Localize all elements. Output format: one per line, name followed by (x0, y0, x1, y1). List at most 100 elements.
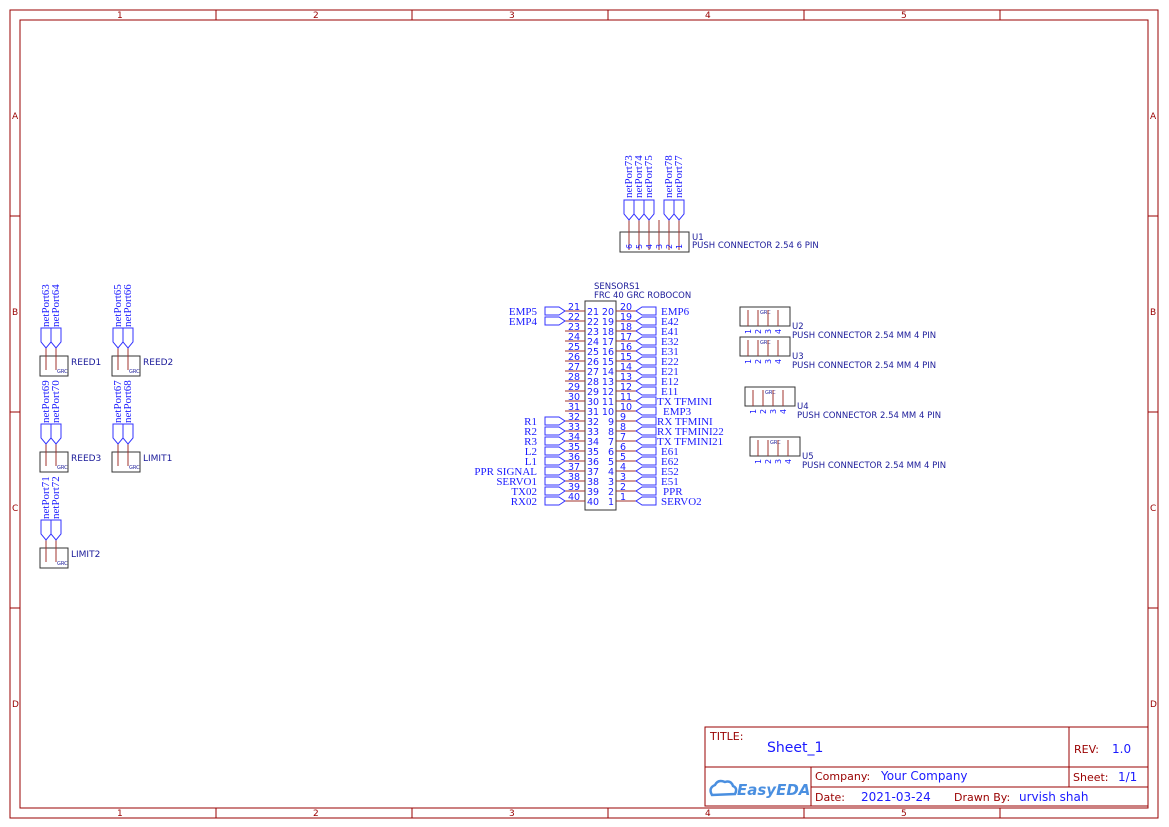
row-label: A (12, 112, 19, 122)
net-label: netPort68 (122, 380, 134, 423)
net-label: R1 (524, 416, 537, 428)
net-label: E51 (661, 476, 679, 488)
date-value: 2021-03-24 (861, 790, 931, 804)
connector-body (739, 336, 791, 357)
net-label: L1 (525, 456, 537, 468)
pin-number: 36 (568, 452, 580, 463)
net-label: L2 (525, 446, 537, 458)
pin-name: 38 (587, 477, 599, 488)
company-value: Your Company (880, 769, 968, 783)
net-flag (635, 456, 657, 466)
net-label: netPort72 (50, 476, 62, 519)
connector-body (584, 300, 617, 511)
easyeda-logo: EasyEDA (709, 779, 810, 799)
pin-number: 11 (620, 392, 632, 403)
title-label: TITLE: (709, 730, 743, 743)
company-label: Company: (815, 770, 870, 783)
net-label: RX TFMINI (657, 416, 713, 428)
pin-name: 20 (602, 307, 614, 318)
switch-body (39, 547, 69, 569)
component-ref: U4 (797, 402, 809, 412)
pin-number: 2 (754, 329, 763, 334)
net-label: netPort75 (643, 155, 655, 198)
net-label: E62 (661, 456, 679, 468)
pin-name: 19 (602, 317, 614, 328)
net-label: netPort64 (50, 284, 62, 327)
net-flag (673, 199, 685, 221)
pin-number: 2 (620, 482, 626, 493)
pin-name: 1 (608, 497, 614, 508)
net-flag (112, 423, 124, 445)
pin-name: 9 (608, 417, 614, 428)
net-label: EMP4 (509, 316, 538, 328)
pin-number: 30 (568, 392, 580, 403)
pin-number: 4 (774, 359, 783, 364)
connector-body (739, 306, 791, 327)
column-label: 5 (901, 11, 907, 21)
pin-number: 9 (620, 412, 626, 423)
net-flag (544, 476, 566, 486)
net-flag (635, 326, 657, 336)
pin-number: 7 (620, 432, 626, 443)
pin-number: 28 (568, 372, 580, 383)
pin-number: 2 (665, 244, 674, 249)
pin-number: 19 (620, 312, 632, 323)
connector-body (744, 386, 796, 407)
pin-number: 35 (568, 442, 580, 453)
pin-number: 27 (568, 362, 580, 373)
pin-name: 8 (608, 427, 614, 438)
pin-name: 11 (602, 397, 614, 408)
pin-name: 27 (587, 367, 599, 378)
pin-number: 6 (625, 244, 634, 249)
pin-number: 2 (759, 409, 768, 414)
net-flag (122, 327, 134, 349)
pin-number: 29 (568, 382, 580, 393)
net-label: netPort65 (112, 284, 124, 327)
net-flag (635, 476, 657, 486)
row-label: A (1150, 112, 1157, 122)
date-label: Date: (815, 791, 845, 804)
pin-number: 2 (754, 359, 763, 364)
net-label: netPort67 (112, 380, 124, 423)
pin-number: 3 (774, 459, 783, 464)
body-label: GRC (57, 369, 68, 375)
net-flag (633, 199, 645, 221)
pin-number: 1 (620, 492, 626, 503)
net-flag (635, 306, 657, 316)
component-ref: REED3 (71, 454, 101, 464)
net-label: E12 (661, 376, 679, 388)
net-label: netPort78 (663, 155, 675, 198)
body-label: GRC (765, 390, 776, 396)
pin-number: 3 (764, 329, 773, 334)
pin-name: 14 (602, 367, 614, 378)
net-flag (635, 336, 657, 346)
component-value: PUSH CONNECTOR 2.54 MM 4 PIN (797, 411, 941, 421)
rev-value: 1.0 (1112, 742, 1131, 756)
row-label: C (1150, 504, 1156, 514)
net-flag (635, 416, 657, 426)
net-flag (40, 519, 52, 541)
net-flag (544, 486, 566, 496)
switch-components[interactable]: GRCREED1netPort63netPort64GRCREED2netPor… (39, 284, 173, 569)
pin-number: 14 (620, 362, 632, 373)
net-label: netPort70 (50, 380, 62, 423)
net-label: E21 (661, 366, 679, 378)
sheet-value: 1/1 (1118, 770, 1137, 784)
pin-number: 2 (764, 459, 773, 464)
pin-number: 4 (779, 409, 788, 414)
net-label: RX02 (511, 496, 537, 508)
pin-number: 4 (784, 459, 793, 464)
component-ref: REED1 (71, 358, 101, 368)
net-flag (635, 486, 657, 496)
net-label: E22 (661, 356, 679, 368)
net-label: RX TFMINI22 (657, 426, 724, 438)
column-label: 3 (509, 11, 515, 21)
component-ref: REED2 (143, 358, 173, 368)
net-label: R2 (524, 426, 537, 438)
body-label: GRC (57, 465, 68, 471)
